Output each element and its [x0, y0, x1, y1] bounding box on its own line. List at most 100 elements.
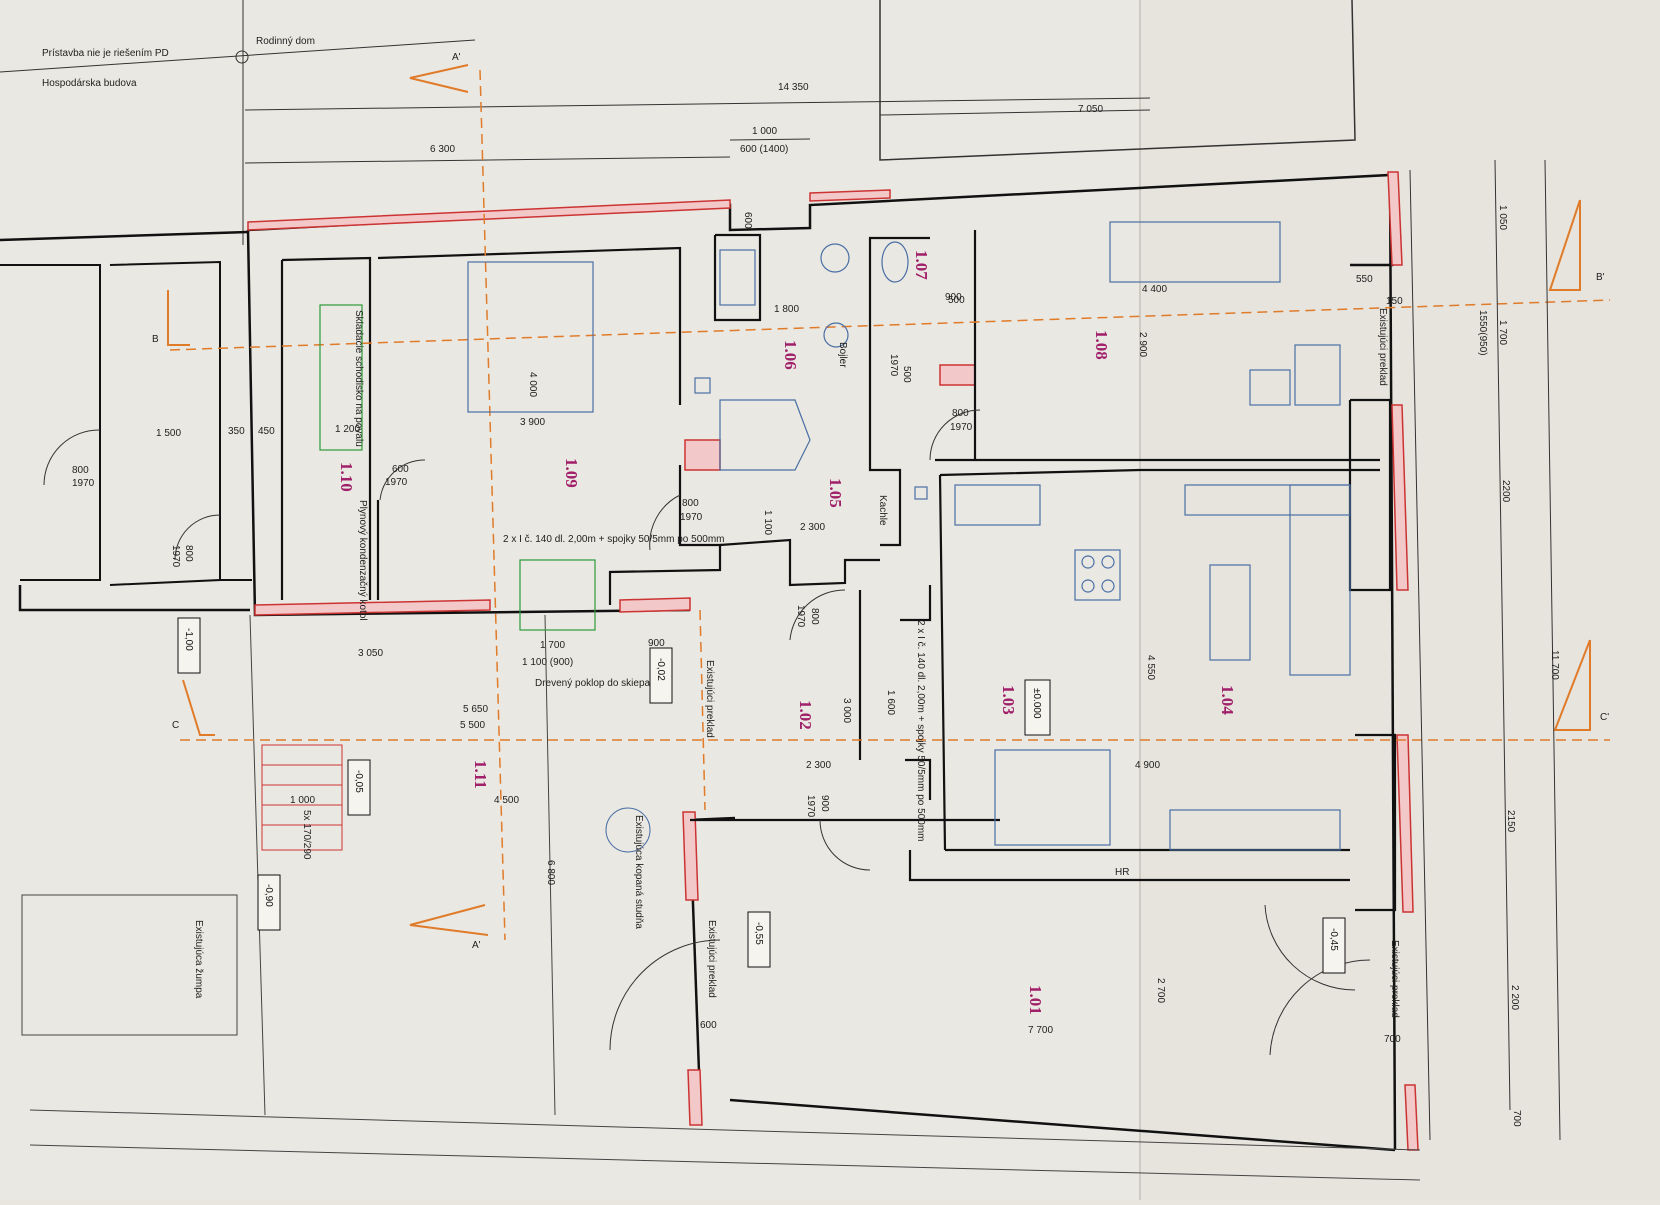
dim-500: 500 [948, 295, 965, 306]
coffee-table [1209, 564, 1251, 661]
door-swings [43, 409, 1371, 1056]
note-lintel-existing-4: Existujúci preklad [1389, 940, 1400, 1018]
note-lintel-existing-2: Existujúci preklad [706, 920, 717, 998]
dim-2900: 2 900 [1137, 332, 1148, 357]
note-lintel-existing-3: Existujúci preklad [1377, 308, 1388, 386]
room-1.06: 1.06 [781, 340, 800, 370]
door-7-height: 1970 [888, 354, 899, 377]
section-b-right: B' [1596, 272, 1605, 283]
dim-1800: 1 800 [774, 304, 799, 315]
level-1: -1,00 [183, 628, 194, 651]
door-3-width: 800 [682, 498, 699, 509]
dim-2150: 2150 [1505, 810, 1516, 833]
stairs [319, 304, 596, 631]
cooktop [1074, 549, 1121, 601]
grid-marker [235, 50, 249, 64]
dim-900: 900 [648, 638, 665, 649]
septic-tank-outline [21, 894, 238, 1036]
note-lintel-existing-1: Existujúci preklad [704, 660, 715, 738]
door-3-height: 1970 [680, 512, 703, 523]
section-lines [169, 69, 1611, 941]
door-5-width: 800 [183, 545, 194, 562]
site-lines [21, 614, 1421, 1181]
kitchen-sink [954, 484, 1041, 526]
dining-table [994, 749, 1111, 846]
note-stove: Kachle [877, 495, 888, 526]
room-1.11: 1.11 [471, 760, 490, 789]
dim-2300b: 2 300 [806, 760, 831, 771]
door-1-height: 1970 [72, 478, 95, 489]
dim-1000: 1 000 [290, 795, 315, 806]
furniture [467, 221, 1351, 851]
room-1.05: 1.05 [826, 478, 845, 508]
note-lintel: 2 x I č. 140 dl. 2,00m + spojky 50/5mm p… [503, 534, 725, 545]
header-building: Rodinný dom [256, 36, 315, 47]
extension-walls [0, 260, 252, 586]
washing-machine [820, 243, 850, 273]
new-brick-walls [247, 171, 1419, 1151]
dim-4400: 4 400 [1142, 284, 1167, 295]
note-gas-boiler: Plynový kondenzačný kotol [357, 500, 368, 621]
header-line2: Hospodárska budova [42, 78, 137, 89]
section-c-left: C [172, 720, 179, 731]
door-4-width: 800 [809, 608, 820, 625]
dim-5500: 5 500 [460, 720, 485, 731]
note-well: Existujúca kopaná studňa [633, 815, 644, 929]
desk [1294, 344, 1341, 406]
dim-1100: 1 100 [762, 510, 773, 535]
dim-450: 450 [258, 426, 275, 437]
dim-2200b: 2 200 [1509, 985, 1520, 1010]
door-2-height: 1970 [385, 477, 408, 488]
dim-350: 350 [228, 426, 245, 437]
level-3: ±0.000 [1031, 688, 1042, 719]
dim-4900: 4 900 [1135, 760, 1160, 771]
sofa [1289, 484, 1351, 676]
section-a-bottom: A' [472, 940, 481, 951]
level-7: -0,45 [1328, 928, 1339, 951]
dim-opening-top: 1 000 [752, 126, 777, 137]
door-7-width: 500 [901, 366, 912, 383]
bed [467, 261, 594, 413]
dim-4500: 4 500 [494, 795, 519, 806]
note-boiler: Bojler [837, 342, 848, 368]
washbasin [719, 249, 756, 306]
door-8-width: 900 [819, 795, 830, 812]
note-attic-stairs: Skladacie schodisko na povalu [353, 310, 364, 447]
room-1.01: 1.01 [1026, 985, 1045, 1015]
chair [1249, 369, 1291, 406]
dim-2700: 2 700 [1155, 978, 1166, 1003]
door-9-width: 800 [952, 408, 969, 419]
level-boxes [177, 617, 1346, 974]
boiler [823, 322, 849, 348]
header-divider [0, 39, 476, 73]
dim-1550a: 1550(950) [1477, 310, 1488, 356]
dim-total-top: 14 350 [778, 82, 809, 93]
note-hatch-size-2: 1 700 [540, 640, 565, 651]
dim-3050: 3 050 [358, 648, 383, 659]
header-line1: Prístavba nie je riešením PD [42, 48, 169, 59]
door-4-height: 1970 [795, 605, 806, 628]
room-1.08: 1.08 [1092, 330, 1111, 360]
note-septic-tank: Existujúca žumpa [193, 920, 204, 999]
note-hr: HR [1115, 867, 1129, 878]
cabinet [1169, 809, 1341, 851]
section-markers [167, 64, 1591, 936]
dim-11700: 11 700 [1549, 650, 1560, 680]
note-cellar-hatch: Drevený poklop do skiepa [535, 678, 651, 689]
door-6-width: 900 [945, 292, 962, 303]
dim-700b: 700 [1511, 1110, 1522, 1127]
dim-600a: 600 [742, 212, 753, 229]
dim-600b: 600 [700, 1020, 717, 1031]
right-dimensions [1409, 159, 1561, 1141]
note-stair-steps: 5x 170/290 [301, 810, 312, 860]
dim-3900: 3 900 [520, 417, 545, 428]
note-lintel-2: 2 x I č. 140 dl. 2,00m + spojky 50/5mm p… [915, 620, 926, 842]
dim-1700a: 1 700 [1497, 320, 1508, 345]
door-9-height: 1970 [950, 422, 973, 433]
room-1.04: 1.04 [1218, 685, 1237, 715]
dim-150: 150 [1386, 296, 1403, 307]
dim-2200: 2200 [1500, 480, 1511, 503]
level-4: -0,05 [353, 770, 364, 793]
top-dimensions [244, 97, 1151, 164]
toilet [881, 241, 909, 283]
